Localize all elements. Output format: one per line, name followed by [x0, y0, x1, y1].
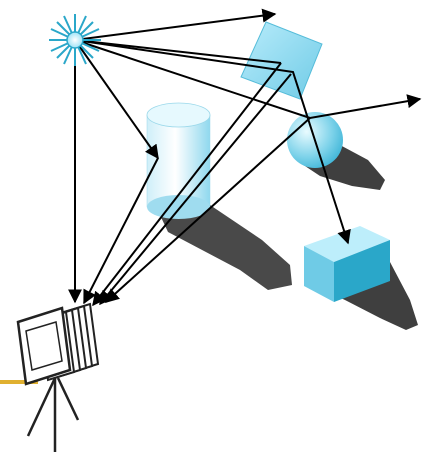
cube-front-face — [304, 246, 334, 302]
ray-panel-to-camera-2 — [99, 73, 292, 306]
ray-panel-to-camera — [92, 62, 282, 307]
ray-to-cube — [74, 39, 351, 245]
tripod — [26, 377, 80, 452]
ray-to-panel — [74, 39, 282, 64]
camera-lens-window — [25, 321, 63, 371]
accent-bar — [0, 380, 38, 384]
pinhole-camera — [16, 302, 100, 452]
cylinder-shadow — [160, 205, 292, 290]
light-rays — [68, 8, 422, 307]
cube-side-face — [334, 240, 390, 302]
ray-cylinder-to-camera — [83, 157, 159, 305]
light-source — [49, 14, 101, 66]
ray-to-cylinder — [74, 39, 159, 160]
ray-to-top-right — [74, 8, 277, 41]
ray-sphere-to-camera — [104, 117, 311, 303]
